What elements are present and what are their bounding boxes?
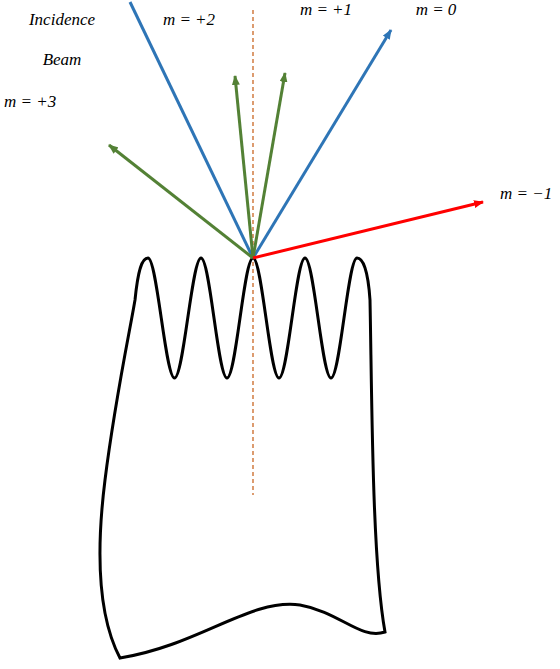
- order-label: m = +2: [163, 10, 215, 30]
- order-label: m = +3: [4, 92, 56, 112]
- order-plus3-beam: [109, 145, 253, 258]
- beam-label: Incidence Beam: [29, 0, 95, 80]
- order-plus2-beam: [235, 76, 253, 258]
- order-minus1-beam: [253, 202, 483, 258]
- order-label: m = +1: [300, 0, 352, 20]
- order-label: m = 0: [416, 0, 457, 20]
- order-plus1-beam: [253, 73, 285, 258]
- order-label: m = −1: [500, 184, 552, 204]
- incident-beam: [130, 2, 253, 258]
- grating-outline: [100, 258, 385, 658]
- order-0-beam: [253, 30, 391, 258]
